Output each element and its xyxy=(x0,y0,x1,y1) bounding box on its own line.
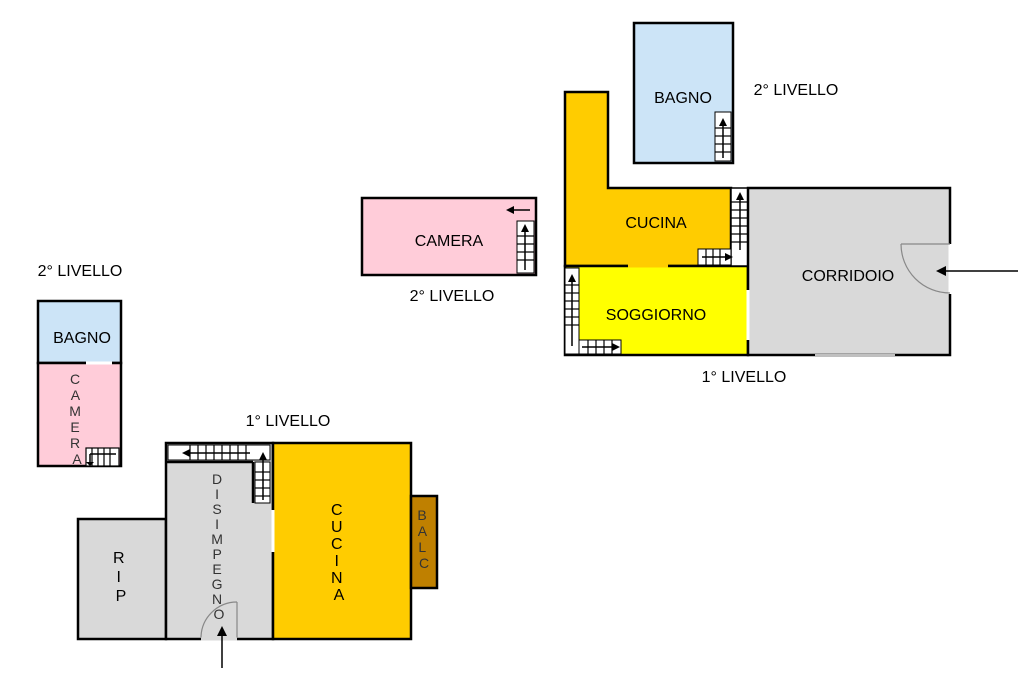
left-cucina-letter: U xyxy=(331,519,343,536)
entrance-arrow-icon xyxy=(936,266,1018,276)
right-camera-level-label: 2° LIVELLO xyxy=(410,288,495,305)
stair-icon xyxy=(254,452,271,504)
left-disimpegno-letter: D xyxy=(212,471,222,487)
right-camera-room xyxy=(360,196,538,277)
left-disimpegno-letter: P xyxy=(213,546,222,562)
left-disimpegno-label: D I S I M P E G N O xyxy=(211,471,227,622)
left-rip-letter: I xyxy=(117,569,121,586)
left-rip-letter: R xyxy=(113,550,125,567)
stair-icon xyxy=(85,447,120,467)
stair-icon xyxy=(730,187,749,267)
left-balc-letter: L xyxy=(418,539,426,555)
left-cucina-letter: N xyxy=(331,570,343,587)
left-level1-label: 1° LIVELLO xyxy=(246,413,331,430)
left-balc-room xyxy=(409,494,439,590)
left-disimpegno-letter: N xyxy=(212,591,222,607)
stair-icon xyxy=(714,111,732,162)
right-corridoio-label: CORRIDOIO xyxy=(802,268,894,285)
left-cucina-letter: A xyxy=(334,587,345,604)
door-swing-icon xyxy=(200,601,238,641)
door-swing-icon xyxy=(900,243,952,294)
right-bagno-label: BAGNO xyxy=(654,90,712,107)
left-disimpegno-letter: I xyxy=(215,486,219,502)
left-cucina-letter: I xyxy=(335,553,339,570)
left-cucina-label: C U C I N A xyxy=(331,502,347,604)
left-camera-label: C A M E R A xyxy=(69,371,85,467)
left-rip-room xyxy=(76,517,168,641)
right-level1-label: 1° LIVELLO xyxy=(702,369,787,386)
left-disimpegno-letter: I xyxy=(215,516,219,532)
stair-icon xyxy=(697,248,733,266)
stair-icon xyxy=(506,206,535,274)
entrance-arrow-icon xyxy=(217,626,227,668)
left-camera-letter: E xyxy=(70,419,79,435)
right-bagno-level-label: 2° LIVELLO xyxy=(754,82,839,99)
left-camera-letter: M xyxy=(69,403,81,419)
left-camera-letter: C xyxy=(70,371,80,387)
left-camera-letter: R xyxy=(70,435,80,451)
left-rip-letter: P xyxy=(116,588,127,605)
right-corridoio-room xyxy=(746,186,952,357)
left-disimpegno-letter: O xyxy=(214,606,225,622)
left-balc-letter: C xyxy=(419,555,429,571)
left-cucina-letter: C xyxy=(331,536,343,553)
left-bagno-label: BAGNO xyxy=(53,330,111,347)
left-disimpegno-letter: E xyxy=(212,561,221,577)
left-camera-letter: A xyxy=(72,451,82,467)
right-soggiorno-label: SOGGIORNO xyxy=(606,307,706,324)
left-disimpegno-letter: M xyxy=(211,531,223,547)
left-cucina-letter: C xyxy=(331,502,343,519)
left-level2-label: 2° LIVELLO xyxy=(38,263,123,280)
left-camera-letter: A xyxy=(71,387,81,403)
stair-icon xyxy=(564,267,580,355)
left-balc-label: B A L C xyxy=(417,507,430,571)
left-bagno-room xyxy=(36,299,123,365)
right-camera-label: CAMERA xyxy=(415,233,484,250)
stair-icon xyxy=(578,339,622,355)
right-cucina-label: CUCINA xyxy=(625,215,687,232)
left-disimpegno-letter: S xyxy=(212,501,221,517)
left-balc-letter: A xyxy=(418,523,428,539)
stair-icon xyxy=(167,444,271,461)
left-disimpegno-letter: G xyxy=(212,576,223,592)
left-rip-label: R I P xyxy=(113,550,129,605)
left-cucina-room xyxy=(271,441,413,641)
left-balc-letter: B xyxy=(417,507,426,523)
